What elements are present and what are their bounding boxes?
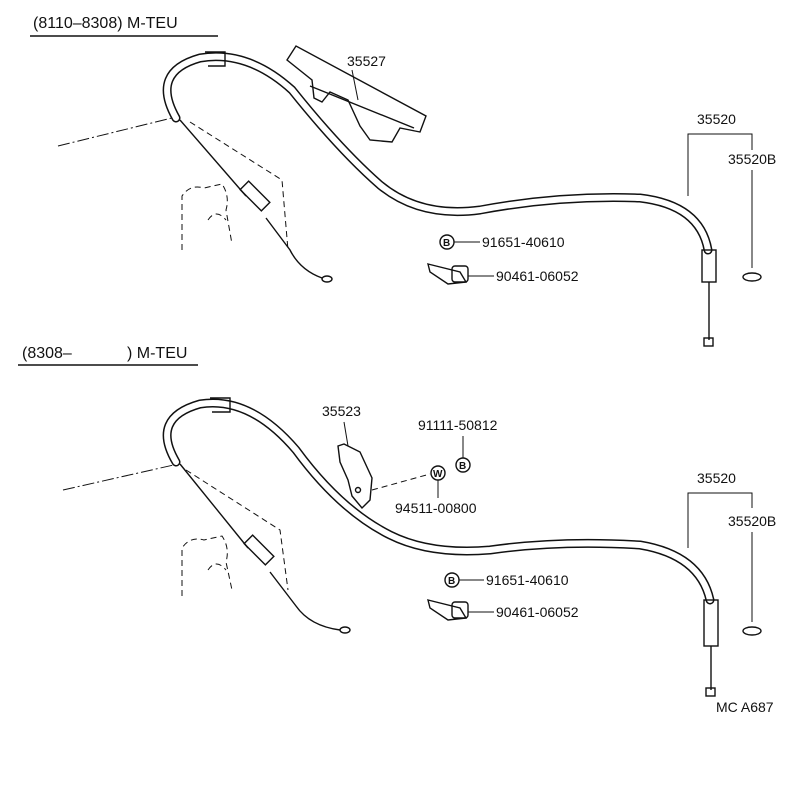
top-lever-grip xyxy=(207,213,227,221)
top-end-ball xyxy=(321,275,333,283)
bottom-lever-grip xyxy=(207,563,227,571)
top-label-cable-b: 35520B xyxy=(728,151,776,167)
top-cable-sleeve xyxy=(205,51,226,67)
top-section: (8110–8308) M-TEU 35527 35520 35520B xyxy=(30,15,776,347)
top-bolt-symbol: B xyxy=(443,238,450,249)
diagram-code: MC A687 xyxy=(716,699,774,715)
bottom-inner-wire xyxy=(179,463,249,549)
top-adjuster xyxy=(239,180,271,212)
top-inner-wire xyxy=(179,119,247,197)
bottom-washer-symbol: W xyxy=(433,469,443,480)
top-bracket-edge xyxy=(309,85,415,129)
bottom-adjuster xyxy=(243,534,275,566)
bottom-clip-head xyxy=(451,601,469,619)
bottom-right-tip xyxy=(705,687,716,697)
bottom-cable-inner xyxy=(164,400,713,603)
top-body-outline xyxy=(189,121,289,251)
top-leader-cable xyxy=(687,133,753,196)
bottom-cable-sleeve xyxy=(210,397,231,413)
top-right-tip xyxy=(703,337,714,347)
bottom-bolt-symbol: B xyxy=(448,576,455,587)
bottom-label-clip: 90461-06052 xyxy=(496,604,579,620)
bottom-section: (8308– ) M-TEU 35523 91111-50812 B W 945… xyxy=(18,345,776,697)
bottom-bracket xyxy=(337,443,373,510)
top-cable-inner xyxy=(164,53,711,253)
bottom-label-bracket: 35523 xyxy=(322,403,361,419)
top-right-fitting xyxy=(701,249,717,283)
bottom-end-ball xyxy=(339,626,351,634)
top-label-cable: 35520 xyxy=(697,111,736,127)
bottom-lever-outline xyxy=(181,535,233,596)
bottom-bolt-top-symbol-circle xyxy=(455,457,471,473)
top-bracket xyxy=(286,45,427,143)
top-cable xyxy=(162,52,713,255)
top-body-line xyxy=(57,115,181,147)
bottom-label-washer: 94511-00800 xyxy=(395,500,477,516)
bottom-header-end: ) M-TEU xyxy=(127,345,187,362)
top-end-wire xyxy=(265,217,323,279)
bottom-label-bolt-top: 91111-50812 xyxy=(418,417,498,433)
bottom-label-bolt: 91651-40610 xyxy=(486,572,569,588)
bottom-label-cable: 35520 xyxy=(697,470,736,486)
bottom-clip xyxy=(427,599,468,621)
bottom-header-start: (8308– xyxy=(22,345,72,362)
top-label-bracket: 35527 xyxy=(347,53,386,69)
bottom-end-wire xyxy=(269,571,341,631)
top-grommet xyxy=(742,272,762,282)
top-leader-bracket xyxy=(351,69,359,101)
bottom-leader-bracket xyxy=(343,421,349,447)
top-header: (8110–8308) M-TEU xyxy=(33,15,178,32)
bottom-grommet xyxy=(742,626,762,636)
bottom-bracket-hole xyxy=(354,486,362,494)
bottom-bolt-axis xyxy=(371,473,431,491)
bottom-body-line xyxy=(62,463,179,491)
top-clip-head xyxy=(451,265,469,283)
top-label-bolt: 91651-40610 xyxy=(482,234,565,250)
bottom-body-outline xyxy=(185,469,289,591)
top-lever-outline xyxy=(181,183,233,250)
bottom-bolt-top-symbol: B xyxy=(459,461,466,472)
top-label-clip: 90461-06052 xyxy=(496,268,579,284)
top-clip xyxy=(427,263,468,285)
bottom-leader-cable xyxy=(687,492,753,548)
bottom-right-fitting xyxy=(703,599,719,647)
bottom-label-cable-b: 35520B xyxy=(728,513,776,529)
